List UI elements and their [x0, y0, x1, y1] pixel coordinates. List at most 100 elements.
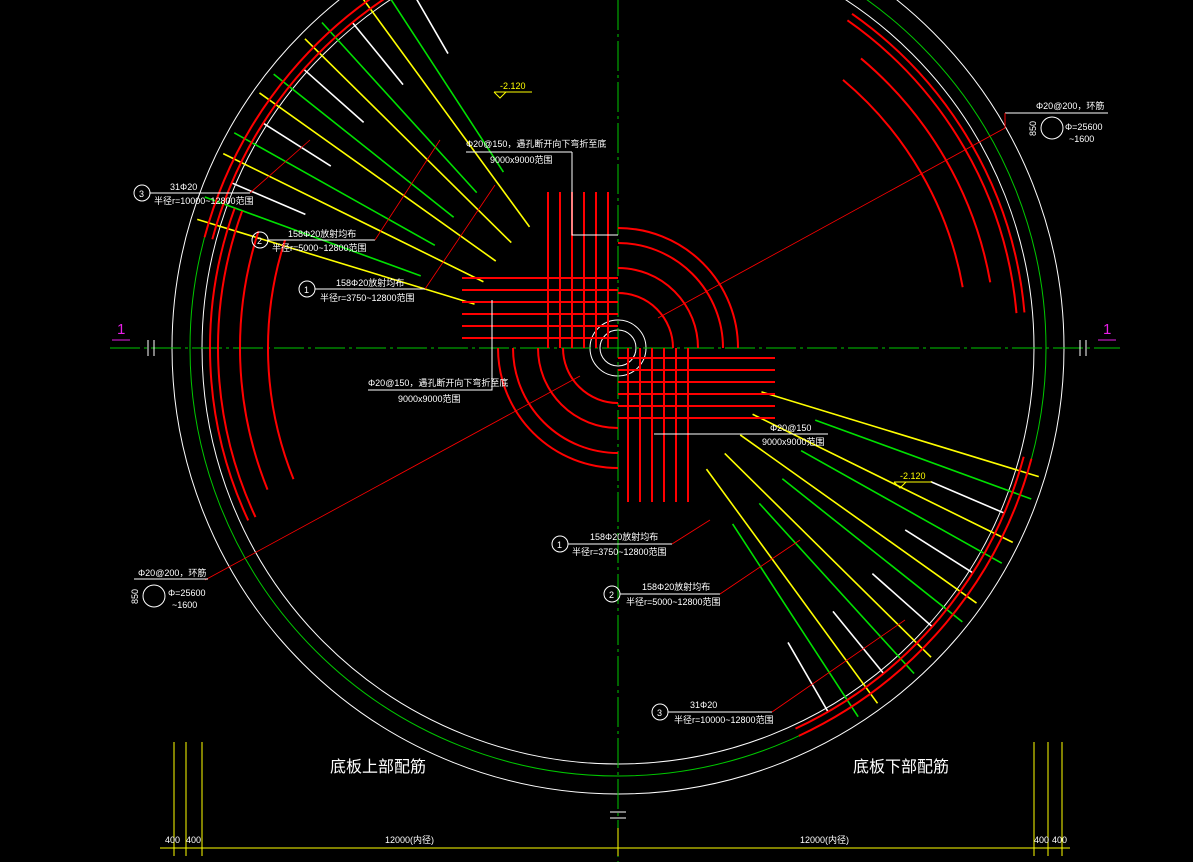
ring-arc-lower-left-1: [209, 208, 250, 521]
callout-bar-3-upper-line2: 半径r=10000~12800范围: [154, 195, 254, 206]
grid-bars-lower: [618, 348, 775, 502]
ring-arc-lower-right-1: [798, 458, 1033, 737]
radial-bar-lower-14: [787, 642, 829, 713]
callout-bar-3-lower-line2: 半径r=10000~12800范围: [674, 714, 774, 725]
radial-bar-upper-8: [303, 68, 365, 123]
callout-bar-2-lower-line1: 158Φ20放射均布: [642, 581, 710, 592]
ring-arc-upper-right-1: [851, 12, 1026, 313]
radial-bar-upper-1: [204, 196, 422, 277]
callout-ring-upper-side: 850: [1028, 121, 1038, 136]
callout-bar-3-upper-number: 3: [139, 189, 144, 199]
dim-left-400b: 400: [186, 835, 201, 845]
callout-bar-2-upper-number: 2: [257, 236, 262, 246]
callout-ring-lower-dia2: ~1600: [172, 600, 197, 610]
grid-bars-upper: [462, 192, 618, 348]
callout-bar-1-upper[interactable]: 1 158Φ20放射均布 半径r=3750~12800范围: [298, 184, 496, 303]
callout-ring-upper[interactable]: Φ20@200，环筋 Φ=25600 ~1600 850: [1004, 100, 1108, 144]
radial-bar-upper-13: [390, 0, 505, 173]
radial-bar-upper-0: [196, 218, 475, 305]
callout-bar-2-lower[interactable]: 2 158Φ20放射均布 半径r=5000~12800范围: [603, 539, 801, 607]
callout-ring-lower-side: 850: [130, 589, 140, 604]
callout-grid-lower-line2: 9000x9000范围: [762, 436, 825, 447]
callout-bar-3-upper[interactable]: 3 31Φ20 半径r=10000~12800范围: [133, 139, 311, 206]
radial-bar-lower-9: [724, 452, 932, 658]
callout-bar-1-upper-line2: 半径r=3750~12800范围: [320, 292, 415, 303]
callout-ring-upper-dia2: ~1600: [1069, 134, 1094, 144]
callout-bar-3-lower-number: 3: [657, 708, 662, 718]
callout-ring-lower-line1: Φ20@200，环筋: [138, 567, 206, 578]
ring-arc-lower-left-inner-1: [239, 230, 269, 490]
dim-left-400a: 400: [165, 835, 180, 845]
callout-grid-top[interactable]: Φ20@150，遇孔断开向下弯折至底 9000x9000范围: [466, 138, 618, 236]
level-mark-bottom[interactable]: -2.120: [893, 471, 932, 489]
dimension-line: 400 400 12000(内径) 12000(内径) 400 400: [160, 742, 1070, 856]
radial-bar-upper-7: [273, 73, 455, 218]
section-mark-right[interactable]: 1: [1098, 321, 1116, 341]
center-arc-lower-2: [512, 347, 619, 454]
callout-bar-1-lower-line2: 半径r=3750~12800范围: [572, 546, 667, 557]
level-mark-bottom-label: -2.120: [900, 471, 926, 481]
ring-arc-lower-left-0: [217, 210, 257, 518]
callout-bar-3-lower[interactable]: 3 31Φ20 半径r=10000~12800范围: [651, 619, 906, 725]
ring-arc-upper-right-inner-0: [842, 79, 964, 288]
ring-arc-upper-right-inner-1: [860, 57, 992, 283]
title-top-reinforcement: 底板上部配筋: [330, 758, 426, 776]
radial-bar-lower-4: [800, 450, 1003, 564]
callout-bar-3-upper-line1: 31Φ20: [170, 182, 197, 192]
callout-bar-2-upper-line1: 158Φ20放射均布: [288, 228, 356, 239]
dim-right-400b: 400: [1052, 835, 1067, 845]
callout-grid-mid-line2: 9000x9000范围: [398, 393, 461, 404]
level-mark-top[interactable]: -2.120: [493, 81, 532, 99]
callout-bar-1-lower-line1: 158Φ20放射均布: [590, 531, 658, 542]
dim-right-400a: 400: [1034, 835, 1049, 845]
radial-bar-upper-14: [416, 0, 449, 54]
dim-right-main: 12000(内径): [800, 834, 849, 845]
ring-bar-arcs: [203, 0, 1033, 737]
callout-grid-top-line1: Φ20@150，遇孔断开向下弯折至底: [466, 138, 606, 149]
callout-bar-2-upper[interactable]: 2 158Φ20放射均布 半径r=5000~12800范围: [251, 139, 441, 253]
center-arc-upper-2: [617, 242, 724, 349]
callout-bar-1-upper-line1: 158Φ20放射均布: [336, 277, 404, 288]
radial-bar-upper-10: [321, 21, 478, 194]
radial-bar-lower-6: [739, 434, 977, 604]
callout-grid-lower[interactable]: Φ20@150 9000x9000范围: [654, 423, 828, 447]
callout-ring-lower-dia1: Φ=25600: [168, 588, 205, 598]
radial-bar-upper-3: [222, 152, 484, 283]
radial-bar-lower-7: [781, 478, 963, 623]
ring-arc-upper-right-0: [846, 19, 1018, 314]
radial-bar-lower-1: [814, 419, 1032, 500]
radial-bar-upper-11: [351, 22, 404, 86]
callout-ring-upper-dia1: Φ=25600: [1065, 122, 1102, 132]
center-arc-lower-1: [537, 347, 619, 429]
ring-arc-upper-left-0: [211, 0, 385, 240]
center-arc-lower-0: [562, 347, 619, 404]
radial-bar-lower-12: [705, 468, 879, 704]
callout-grid-mid[interactable]: Φ20@150，遇孔断开向下弯折至底 9000x9000范围: [368, 300, 508, 404]
radial-bar-lower-5: [904, 529, 974, 574]
ring-arc-lower-left-inner-0: [267, 239, 295, 480]
ring-arc-upper-left-1: [203, 0, 371, 238]
center-lines: [110, 0, 1120, 862]
ring-leader-lines: [204, 127, 1006, 581]
callout-bar-1-lower-number: 1: [557, 540, 562, 550]
callout-ring-lower[interactable]: Φ20@200，环筋 Φ=25600 ~1600 850: [130, 567, 208, 610]
radial-bar-upper-2: [231, 182, 306, 216]
section-mark-left[interactable]: 1: [112, 321, 130, 341]
callout-grid-lower-line1: Φ20@150: [770, 423, 811, 433]
callout-bar-3-lower-line1: 31Φ20: [690, 700, 717, 710]
callout-bar-2-upper-line2: 半径r=5000~12800范围: [272, 242, 367, 253]
radial-bar-upper-9: [304, 38, 512, 244]
callout-bar-1-upper-number: 1: [304, 285, 309, 295]
radial-bars-upper-left: [196, 0, 531, 305]
radial-bar-lower-11: [832, 610, 885, 674]
callout-bar-2-lower-line2: 半径r=5000~12800范围: [626, 596, 721, 607]
callout-grid-mid-line1: Φ20@150，遇孔断开向下弯折至底: [368, 377, 508, 388]
center-arc-upper-0: [617, 292, 674, 349]
radial-bar-upper-12: [362, 0, 531, 228]
callout-ring-upper-line1: Φ20@200，环筋: [1036, 100, 1104, 111]
section-mark-right-label: 1: [1103, 321, 1111, 338]
radial-bar-lower-8: [871, 573, 933, 628]
callout-bar-1-lower[interactable]: 1 158Φ20放射均布 半径r=3750~12800范围: [551, 519, 711, 557]
radial-bar-lower-0: [761, 391, 1040, 478]
